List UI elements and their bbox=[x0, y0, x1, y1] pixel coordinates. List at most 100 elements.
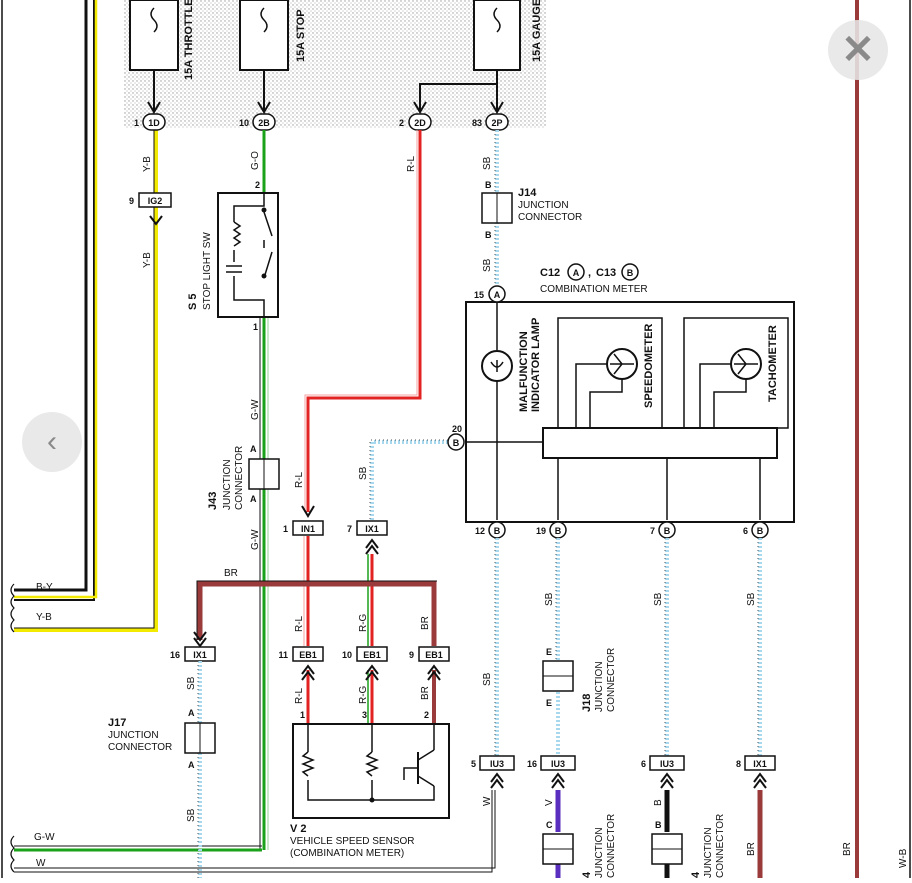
wire-label-br-right: BR bbox=[746, 842, 757, 856]
wire-label-br-far: BR bbox=[842, 842, 853, 856]
j17-pin-top: A bbox=[188, 708, 195, 718]
j14-id: J14 bbox=[518, 187, 537, 199]
wire-sb-20 bbox=[369, 439, 448, 520]
wire-label-y-b-left: Y-B bbox=[36, 612, 52, 623]
close-icon: ✕ bbox=[841, 28, 875, 72]
j18-pin-top: E bbox=[546, 647, 552, 657]
stop-sw-pin2: 2 bbox=[255, 180, 260, 190]
fuse-gauge-label: 15A GAUGE bbox=[531, 0, 543, 62]
in1-label: IN1 bbox=[301, 524, 315, 534]
j14-line2: CONNECTOR bbox=[518, 212, 582, 223]
wire-label-g-w-1: G-W bbox=[250, 399, 261, 420]
ix1-right-label: IX1 bbox=[753, 759, 767, 769]
wire-label-y-b-2: Y-B bbox=[142, 252, 153, 268]
meter-bottom-pin-6: B 6 bbox=[743, 521, 769, 539]
fuse-throttle-label: 15A THROTTLE bbox=[183, 0, 195, 80]
wire-label-r-l-4: R-L bbox=[294, 687, 305, 704]
meter-bottom-pin-7: B 7 bbox=[650, 521, 676, 539]
wire-label-w-1: W bbox=[482, 796, 493, 806]
wire-label-br-bus: BR bbox=[224, 568, 238, 579]
stop-sw-name: STOP LIGHT SW bbox=[202, 232, 213, 310]
top-pin-2p-conn: 2P bbox=[491, 118, 502, 128]
fuse-stop: 15A STOP bbox=[239, 0, 307, 112]
meter-pin20-num: 20 bbox=[452, 424, 462, 434]
eb1-connector-2: EB1 10 bbox=[342, 646, 388, 681]
stop-light-switch: 2 1 S 5 STOP LIGHT SW bbox=[187, 180, 279, 332]
j14-junction: B B J14 JUNCTION CONNECTOR bbox=[481, 180, 582, 240]
wire-red-rl bbox=[301, 130, 422, 724]
j17-junction: A A J17 JUNCTION CONNECTOR bbox=[108, 708, 216, 770]
iu3-3-num: 6 bbox=[641, 759, 646, 769]
meter-bottom-pin-12: B 12 bbox=[475, 521, 506, 539]
vehicle-speed-sensor: 1 3 2 V 2 VEHICLE SPEED SENSOR (COMBINAT… bbox=[290, 710, 450, 859]
eb1-3-num: 9 bbox=[409, 650, 414, 660]
left-braces bbox=[10, 583, 15, 873]
iu3-connector-1: IU3 5 bbox=[471, 755, 515, 789]
meter-conn1-letter: A bbox=[573, 268, 580, 278]
ix1-connector-right: IX1 8 bbox=[736, 755, 776, 789]
wire-label-g-w-2: G-W bbox=[250, 529, 261, 550]
top-pin-2b: 2B 10 bbox=[239, 101, 276, 131]
meter-speedometer: SPEEDOMETER bbox=[643, 324, 655, 408]
ig2-label: IG2 bbox=[148, 196, 163, 206]
bottom-junction-2-line1: JUNCTION bbox=[703, 827, 714, 878]
meter-bottom-pin-19: B 19 bbox=[536, 521, 567, 539]
eb1-connector-3: EB1 9 bbox=[409, 646, 450, 681]
j17-id: J17 bbox=[108, 717, 126, 729]
meter-pin7-num: 7 bbox=[650, 526, 655, 536]
wire-label-sb-12: SB bbox=[482, 672, 493, 686]
top-pin-2d-num: 2 bbox=[399, 118, 404, 128]
meter-name: COMBINATION METER bbox=[540, 284, 648, 295]
j14-pin-top: B bbox=[485, 180, 492, 190]
meter-sep: , bbox=[588, 267, 591, 279]
wire-label-r-l-1: R-L bbox=[406, 155, 417, 172]
j17-line1: JUNCTION bbox=[108, 730, 159, 741]
iu3-2-num: 16 bbox=[527, 759, 537, 769]
eb1-3-label: EB1 bbox=[425, 650, 443, 660]
j18-id: J18 bbox=[581, 694, 593, 712]
j43-line2: CONNECTOR bbox=[234, 446, 245, 510]
wire-label-b-1: B bbox=[653, 799, 664, 806]
meter-conn2: C13 bbox=[596, 267, 616, 279]
top-pin-1d-num: 1 bbox=[134, 118, 139, 128]
iu3-1-label: IU3 bbox=[490, 759, 504, 769]
fuse-throttle: 15A THROTTLE bbox=[129, 0, 195, 112]
bottom-junction-1: C 4 JUNCTION CONNECTOR bbox=[542, 814, 617, 878]
bottom-junction-2-line2: CONNECTOR bbox=[715, 814, 726, 878]
wire-label-r-l-2: R-L bbox=[294, 471, 305, 488]
wire-label-g-w-left: G-W bbox=[34, 832, 55, 843]
j43-line1: JUNCTION bbox=[222, 459, 233, 510]
meter-pin20-letter: B bbox=[453, 438, 460, 448]
prev-image-button[interactable]: ‹ bbox=[22, 412, 82, 472]
meter-tachometer: TACHOMETER bbox=[767, 325, 779, 402]
wire-label-r-g-1: R-G bbox=[358, 613, 369, 632]
wire-label-v: V bbox=[544, 799, 555, 806]
combination-meter: A 15 MALFUNCTION INDICATOR LAMP SPEEDOME… bbox=[447, 285, 795, 523]
top-pin-2b-conn: 2B bbox=[258, 118, 270, 128]
fuse-stop-label: 15A STOP bbox=[295, 9, 307, 62]
meter-conn1: C12 bbox=[540, 267, 560, 279]
sensor-line1: VEHICLE SPEED SENSOR bbox=[290, 836, 414, 847]
wire-label-sb-20: SB bbox=[358, 466, 369, 480]
j43-id: J43 bbox=[207, 492, 219, 510]
wire-label-sb-left-2: SB bbox=[186, 808, 197, 822]
bottom-junction-1-pin: C bbox=[546, 820, 553, 830]
top-pin-1d-conn: 1D bbox=[148, 118, 160, 128]
top-pin-2b-num: 10 bbox=[239, 118, 249, 128]
ix1-top-label: IX1 bbox=[365, 524, 379, 534]
meter-header: C12 A , C13 B COMBINATION METER bbox=[540, 263, 648, 295]
wire-label-r-l-3: R-L bbox=[294, 615, 305, 632]
in1-num: 1 bbox=[283, 524, 288, 534]
iu3-connector-3: IU3 6 bbox=[641, 755, 685, 789]
wire-label-sb-6: SB bbox=[746, 592, 757, 606]
wire-label-w-left: W bbox=[36, 858, 46, 869]
sensor-pin-2: 2 bbox=[424, 710, 429, 720]
meter-pin19-num: 19 bbox=[536, 526, 546, 536]
bottom-junction-1-num: 4 bbox=[581, 871, 593, 878]
stop-sw-pin1: 1 bbox=[253, 322, 258, 332]
j43-pin-top: A bbox=[250, 444, 257, 454]
top-pin-2d-conn: 2D bbox=[414, 118, 426, 128]
close-button[interactable]: ✕ bbox=[828, 20, 888, 80]
ig2-connector: IG2 9 bbox=[129, 192, 172, 226]
